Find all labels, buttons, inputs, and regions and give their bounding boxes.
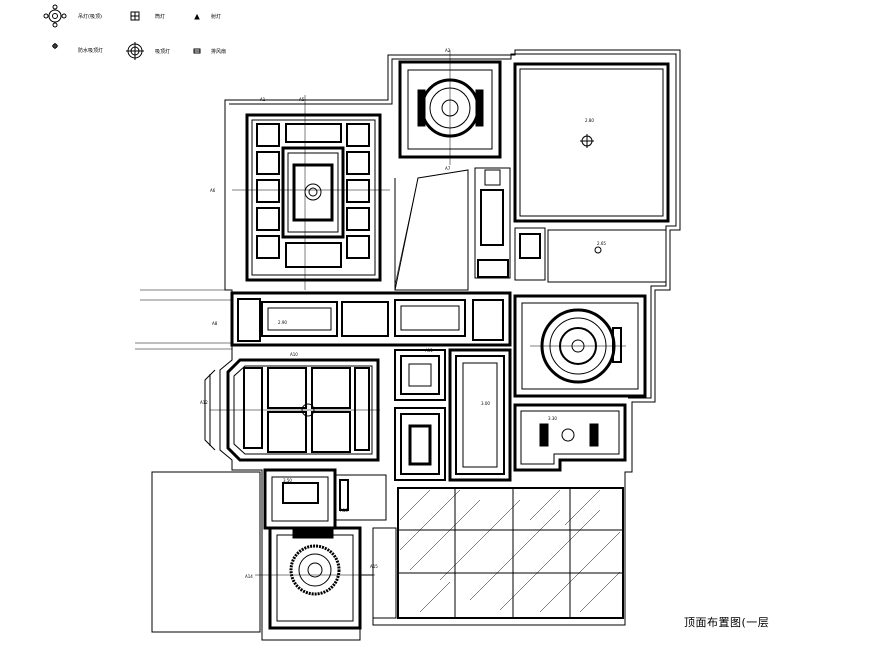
entry-ceiling: 3.50 A13 <box>263 468 387 530</box>
tag-h330: 3.30 <box>548 416 557 421</box>
waterproof-ceiling-light-icon <box>52 43 58 49</box>
coffer-panels-left <box>256 123 280 259</box>
tag-a7: A7 <box>445 166 451 171</box>
kitchen-ceiling: 3.30 <box>513 403 627 472</box>
bath-ceiling: 2.65 <box>474 167 667 283</box>
tag-a5: A5 <box>299 97 305 102</box>
tag-a6: A6 <box>210 188 216 193</box>
tag-a15: A15 <box>370 564 378 569</box>
legend-label-spotlight: 射灯 <box>211 13 221 20</box>
legend: 吊灯(吸顶) 筒灯 射灯 防水吸顶灯 吸顶灯 排风扇 <box>43 4 226 60</box>
study-ceiling <box>513 294 647 398</box>
tag-h300: 3.00 <box>481 401 490 406</box>
left-open-zone <box>151 471 261 633</box>
bedroom-ceiling: 2.80 <box>513 62 670 223</box>
tag-a1: A1 <box>260 97 266 102</box>
exhaust-fan-icon <box>193 48 201 54</box>
living-room-ceiling: A6 A1 A5 <box>210 95 390 290</box>
legend-label-chandelier: 吊灯(吸顶) <box>78 13 102 20</box>
stair-zone: A7 <box>394 166 469 291</box>
lower-left-ceiling: A12 A10 <box>200 352 380 462</box>
corridor-ceiling: A8 2.90 <box>135 289 512 350</box>
tag-a10: A10 <box>290 352 298 357</box>
garage-ceiling: A14 A15 <box>245 526 378 630</box>
drawing-title: 顶面布置图(一层 <box>684 616 770 629</box>
tag-h280: 2.80 <box>585 118 594 123</box>
tag-a8: A8 <box>212 321 218 326</box>
coffer-panels-right <box>346 123 370 259</box>
tag-a11: A11 <box>425 348 433 353</box>
ceiling-light-icon <box>126 42 144 60</box>
chandelier-icon <box>43 4 67 28</box>
tag-h290: 2.90 <box>278 320 287 325</box>
legend-label-waterproof: 防水吸顶灯 <box>78 47 103 54</box>
spotlight-icon <box>194 13 200 20</box>
tag-a13: A13 <box>340 508 348 513</box>
tag-a2: A2 <box>445 48 451 53</box>
legend-label-ceiling-light: 吸顶灯 <box>155 48 170 55</box>
dining-ceiling: A2 <box>398 48 502 165</box>
tag-h350: 3.50 <box>283 478 292 483</box>
legend-label-exhaust-fan: 排风扇 <box>211 48 226 55</box>
outer-walls <box>204 49 681 641</box>
legend-label-downlight: 筒灯 <box>155 13 165 20</box>
tag-a12: A12 <box>200 400 208 405</box>
downlight-grid-icon <box>130 11 140 21</box>
hall-ceiling: A11 3.00 <box>394 348 512 482</box>
tag-a14: A14 <box>245 574 253 579</box>
title-fade <box>765 606 875 636</box>
terrace-glazing <box>372 487 624 619</box>
tag-h265: 2.65 <box>597 241 606 246</box>
